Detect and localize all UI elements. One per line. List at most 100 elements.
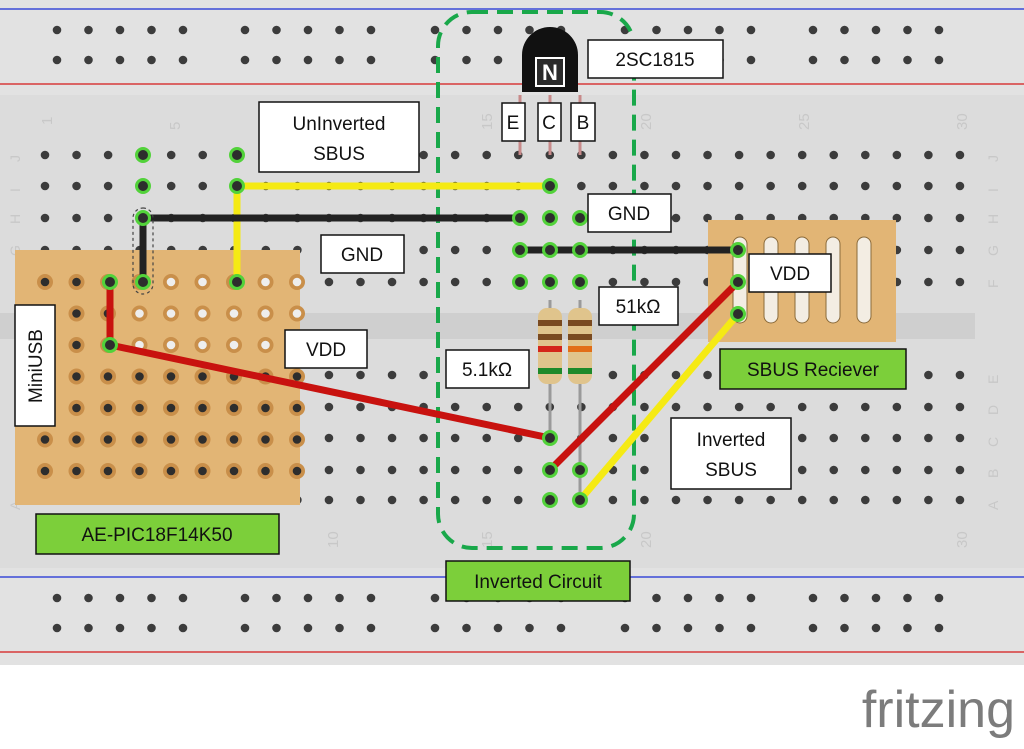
breadboard-hole bbox=[892, 150, 902, 160]
col-number: 10 bbox=[325, 531, 342, 548]
breadboard-hole bbox=[671, 402, 681, 412]
breadboard-hole bbox=[620, 623, 630, 633]
breadboard-hole bbox=[419, 245, 428, 255]
breadboard-hole bbox=[430, 593, 440, 603]
wire-endpoint bbox=[542, 462, 558, 478]
wire-endpoint bbox=[512, 242, 528, 258]
breadboard-hole bbox=[84, 55, 93, 65]
breadboard-hole bbox=[715, 25, 724, 35]
perfboard-hole bbox=[198, 403, 207, 413]
breadboard-hole bbox=[652, 623, 661, 633]
col-number: 15 bbox=[479, 531, 496, 548]
row-letter: J bbox=[985, 155, 1001, 162]
perfboard-hole bbox=[292, 403, 302, 413]
breadboard-hole bbox=[955, 370, 965, 380]
column-numbers-top: 1 5 10 15 20 25 30 bbox=[39, 113, 971, 130]
resistor-5k1-text: 5.1kΩ bbox=[462, 360, 512, 381]
breadboard-hole bbox=[903, 593, 912, 603]
breadboard-hole bbox=[178, 623, 188, 633]
resistor-51k-text: 51kΩ bbox=[616, 297, 661, 318]
breadboard-hole bbox=[240, 593, 250, 603]
perfboard-hole bbox=[135, 435, 144, 444]
perfboard-hole bbox=[72, 277, 81, 287]
breadboard-hole bbox=[72, 150, 81, 160]
breadboard-hole bbox=[734, 181, 744, 191]
breadboard-hole bbox=[924, 465, 933, 475]
breadboard-hole bbox=[577, 181, 586, 191]
breadboard-hole bbox=[115, 55, 125, 65]
breadboard-hole bbox=[482, 245, 492, 255]
perfboard-hole bbox=[135, 466, 144, 476]
breadboard-hole bbox=[608, 433, 618, 443]
label-receiver: SBUS Reciever bbox=[719, 348, 907, 390]
col-number: 30 bbox=[954, 531, 971, 548]
label-inverted-sbus: Inverted SBUS bbox=[670, 417, 792, 490]
breadboard-hole bbox=[178, 55, 188, 65]
perfboard-hole bbox=[72, 435, 81, 444]
gnd-right-text: GND bbox=[608, 204, 650, 225]
breadboard-hole bbox=[871, 25, 881, 35]
breadboard-hole bbox=[387, 495, 397, 505]
wire-endpoint bbox=[572, 242, 588, 258]
breadboard-hole bbox=[640, 465, 649, 475]
breadboard-hole bbox=[147, 55, 156, 65]
breadboard-hole bbox=[892, 465, 902, 475]
perfboard-hole bbox=[40, 277, 50, 287]
breadboard-hole bbox=[52, 623, 62, 633]
breadboard-hole bbox=[892, 433, 902, 443]
breadboard-hole bbox=[525, 623, 534, 633]
breadboard-hole bbox=[387, 277, 397, 287]
breadboard-hole bbox=[103, 150, 113, 160]
breadboard-hole bbox=[84, 623, 93, 633]
breadboard-hole bbox=[955, 465, 965, 475]
wire-endpoint bbox=[572, 210, 588, 226]
breadboard-hole bbox=[450, 495, 460, 505]
pin-e-text: E bbox=[507, 113, 520, 134]
label-gnd-left: GND bbox=[320, 234, 405, 274]
perfboard-hole bbox=[166, 403, 176, 413]
breadboard-hole bbox=[525, 25, 534, 35]
breadboard-hole bbox=[482, 150, 492, 160]
label-resistor-51k: 51kΩ bbox=[598, 286, 679, 326]
col-number: 30 bbox=[954, 113, 971, 130]
breadboard-hole bbox=[734, 495, 744, 505]
wire-endpoint bbox=[135, 147, 151, 163]
breadboard-hole bbox=[892, 495, 902, 505]
breadboard-hole bbox=[808, 25, 818, 35]
perfboard-hole bbox=[72, 309, 81, 318]
perfboard-hole bbox=[261, 435, 270, 444]
wire-endpoint bbox=[135, 178, 151, 194]
breadboard-hole bbox=[419, 465, 428, 475]
wire-endpoint bbox=[135, 210, 151, 226]
label-board: AE-PIC18F14K50 bbox=[35, 513, 280, 555]
breadboard-hole bbox=[608, 370, 618, 380]
label-gnd-right: GND bbox=[587, 193, 672, 233]
wire-endpoint bbox=[542, 210, 558, 226]
breadboard-hole bbox=[746, 593, 756, 603]
breadboard-hole bbox=[955, 245, 965, 255]
transistor-part-text: 2SC1815 bbox=[615, 50, 694, 71]
inverted-circuit-text: Inverted Circuit bbox=[474, 572, 602, 593]
breadboard-hole bbox=[513, 433, 523, 443]
resistor-5k1 bbox=[538, 300, 562, 440]
perfboard-hole bbox=[135, 309, 144, 318]
breadboard-hole bbox=[671, 370, 681, 380]
breadboard-hole bbox=[871, 593, 881, 603]
perfboard-hole bbox=[40, 435, 50, 444]
receiver-text: SBUS Reciever bbox=[747, 360, 880, 381]
breadboard-hole bbox=[40, 150, 50, 160]
perfboard-hole bbox=[198, 340, 207, 350]
perfboard-hole bbox=[166, 277, 176, 287]
breadboard-hole bbox=[482, 495, 492, 505]
breadboard-hole bbox=[324, 495, 334, 505]
breadboard-hole bbox=[829, 150, 839, 160]
breadboard-hole bbox=[840, 25, 849, 35]
breadboard-hole bbox=[671, 277, 681, 287]
perfboard-hole bbox=[135, 403, 144, 413]
breadboard-hole bbox=[861, 181, 870, 191]
breadboard-hole bbox=[671, 150, 681, 160]
breadboard-hole bbox=[52, 25, 62, 35]
col-number: 20 bbox=[638, 113, 655, 130]
wire-endpoint bbox=[542, 242, 558, 258]
